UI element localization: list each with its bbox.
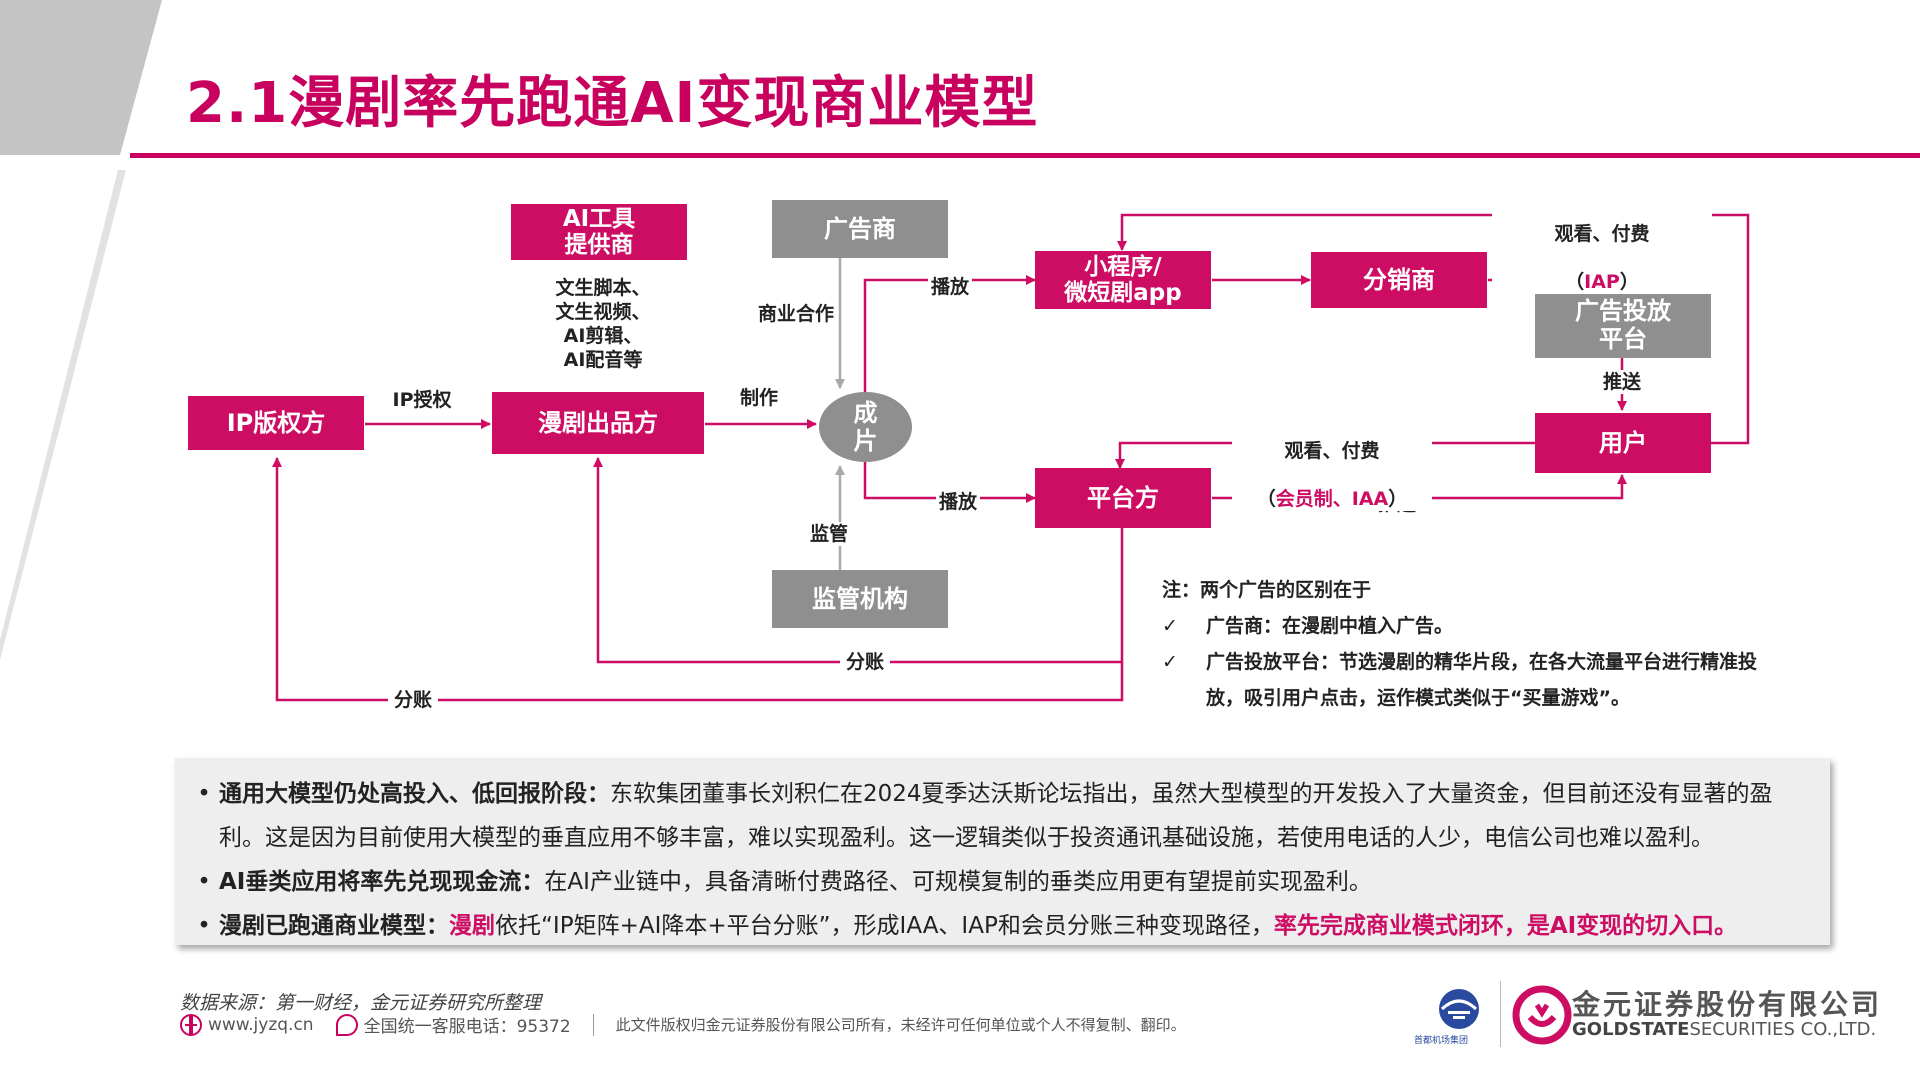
note-heading: 注：两个广告的区别在于 (1162, 579, 1372, 601)
summary-panel: • 通用大模型仍处高投入、低回报阶段：东软集团董事长刘积仁在2024夏季达沃斯论… (175, 758, 1830, 945)
hotline: 全国统一客服电话：95372 (363, 1017, 571, 1037)
note-ad-difference: 注：两个广告的区别在于 ✓ 广告商：在漫剧中植入广告。 ✓ 广告投放平台：节选漫… (1162, 572, 1802, 716)
node-producer: 漫剧出品方 (492, 392, 704, 454)
label-watch-pay-member: 观看、付费 （会员制、IAA） (1232, 415, 1432, 511)
website-link[interactable]: www.jyzq.cn (208, 1014, 314, 1035)
globe-icon (180, 1013, 202, 1036)
label-watch-pay-iap: 观看、付费 （IAP） (1492, 198, 1712, 294)
page-title: 2.1漫剧率先跑通AI变现商业模型 (186, 71, 1039, 136)
bullet-dot: • (197, 869, 211, 895)
label-ai-services: 文生脚本、 文生视频、 AI剪辑、 AI配音等 (555, 277, 651, 371)
airport-group-logo-icon (1439, 989, 1479, 1029)
data-source: 数据来源：第一财经，金元证券研究所整理 (180, 992, 542, 1014)
footer-contact: www.jyzq.cn 全国统一客服电话：95372 此文件版权归金元证券股份有… (180, 1012, 1186, 1037)
footer-separator (592, 1013, 594, 1036)
label-push-from-ad-platform: 推送 (1600, 370, 1644, 394)
summary-bullet-3: • 漫剧已跑通商业模型：漫剧依托“IP矩阵+AI降本+平台分账”，形成IAA、I… (189, 904, 1810, 948)
label-revenue-split-producer: 分账 (840, 650, 890, 674)
summary-bullet-2: • AI垂类应用将率先兑现现金流：在AI产业链中，具备清晰付费路径、可规模复制的… (189, 860, 1810, 904)
node-ad-platform: 广告投放 平台 (1535, 292, 1711, 358)
note-item-ad-platform-cont: 放，吸引用户点击，运作模式类似于“买量游戏”。 (1206, 687, 1630, 709)
node-ip-owner: IP版权方 (188, 396, 364, 450)
node-advertiser: 广告商 (772, 200, 948, 258)
bullet-dot: • (197, 781, 211, 807)
label-revenue-split-ip: 分账 (388, 688, 438, 712)
node-platform: 平台方 (1035, 468, 1211, 528)
node-user: 用户 (1535, 413, 1711, 473)
label-ip-license: IP授权 (392, 388, 452, 412)
check-icon: ✓ (1162, 651, 1178, 673)
company-name-cn: 金元证券股份有限公司 (1572, 988, 1883, 1021)
title-divider (130, 153, 1920, 158)
label-play-bottom: 播放 (936, 490, 980, 514)
node-finished-product: 成 片 (819, 392, 912, 462)
copyright-notice: 此文件版权归金元证券股份有限公司所有，未经许可任何单位或个人不得复制、翻印。 (615, 1016, 1186, 1034)
phone-icon (335, 1013, 358, 1036)
company-logos: 首都机场集团 金元证券股份有限公司 GOLDSTATESECURITIES CO… (1400, 975, 1920, 1055)
label-business-cooperation: 商业合作 (754, 302, 838, 326)
company-name-en: GOLDSTATESECURITIES CO.,LTD. (1572, 1019, 1877, 1040)
label-make: 制作 (734, 386, 784, 410)
check-icon: ✓ (1162, 615, 1178, 637)
logo-divider (1500, 981, 1501, 1047)
node-regulator: 监管机构 (772, 570, 948, 628)
node-distributor: 分销商 (1311, 252, 1487, 308)
node-ai-tool-provider: AI工具 提供商 (511, 204, 687, 260)
label-supervise: 监管 (806, 522, 852, 546)
note-item-ad-platform: 广告投放平台：节选漫剧的精华片段，在各大流量平台进行精准投 (1206, 651, 1758, 673)
bullet-dot: • (197, 913, 211, 939)
goldstate-logo-icon (1512, 985, 1572, 1045)
note-item-advertiser: 广告商：在漫剧中植入广告。 (1206, 615, 1454, 637)
airport-group-name: 首都机场集团 (1414, 1036, 1469, 1046)
node-miniprogram-app: 小程序/ 微短剧app (1035, 251, 1211, 309)
summary-bullet-1: • 通用大模型仍处高投入、低回报阶段：东软集团董事长刘积仁在2024夏季达沃斯论… (189, 772, 1810, 860)
label-play-top: 播放 (928, 275, 972, 299)
